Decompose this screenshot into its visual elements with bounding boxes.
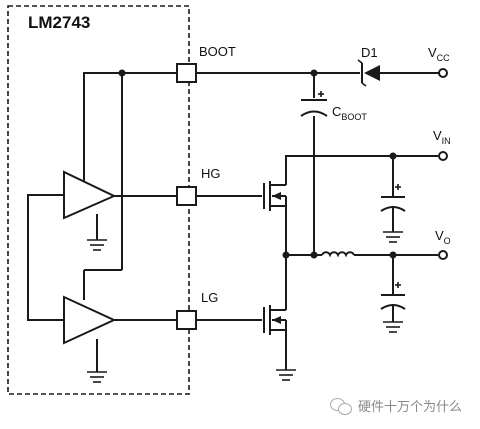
junction-dot bbox=[389, 152, 397, 160]
diode-label: D1 bbox=[361, 45, 378, 60]
lg-pin-label: LG bbox=[201, 290, 218, 305]
watermark: 硬件十万个为什么 bbox=[329, 396, 462, 415]
ground-icon bbox=[383, 321, 403, 333]
vcc-terminal bbox=[438, 68, 448, 78]
low-side-driver bbox=[63, 295, 117, 345]
boot-pin bbox=[176, 63, 197, 83]
ic-boundary bbox=[7, 5, 190, 395]
wechat-icon bbox=[329, 397, 352, 415]
high-side-mosfet bbox=[263, 181, 287, 211]
junction-dot bbox=[118, 69, 126, 77]
junction-dot bbox=[310, 69, 318, 77]
output-inductor bbox=[321, 251, 355, 258]
cboot-capacitor bbox=[300, 91, 328, 117]
output-capacitor bbox=[380, 282, 406, 310]
vin-label: VIN bbox=[433, 128, 451, 146]
vo-label: VO bbox=[435, 228, 451, 246]
watermark-text: 硬件十万个为什么 bbox=[357, 400, 462, 415]
ground-icon bbox=[276, 369, 296, 381]
ic-title: LM2743 bbox=[28, 13, 90, 32]
boot-pin-label: BOOT bbox=[199, 44, 236, 59]
vin-terminal bbox=[438, 151, 448, 161]
vcc-label: VCC bbox=[428, 45, 450, 63]
hg-pin bbox=[176, 186, 197, 206]
lg-pin bbox=[176, 310, 197, 330]
low-side-mosfet bbox=[263, 305, 287, 335]
external-wiring bbox=[196, 72, 440, 370]
diode-d1 bbox=[357, 59, 380, 87]
high-side-driver bbox=[63, 170, 117, 220]
junction-dot bbox=[310, 251, 318, 259]
junction-dot bbox=[282, 251, 290, 259]
ground-icon bbox=[383, 231, 403, 243]
vo-terminal bbox=[438, 250, 448, 260]
input-capacitor bbox=[380, 184, 406, 212]
hg-pin-label: HG bbox=[201, 166, 221, 181]
ground-icon bbox=[87, 371, 107, 383]
junction-dot bbox=[389, 251, 397, 259]
cboot-label: CBOOT bbox=[332, 104, 367, 122]
internal-wiring bbox=[27, 72, 178, 372]
ground-icon bbox=[87, 239, 107, 251]
